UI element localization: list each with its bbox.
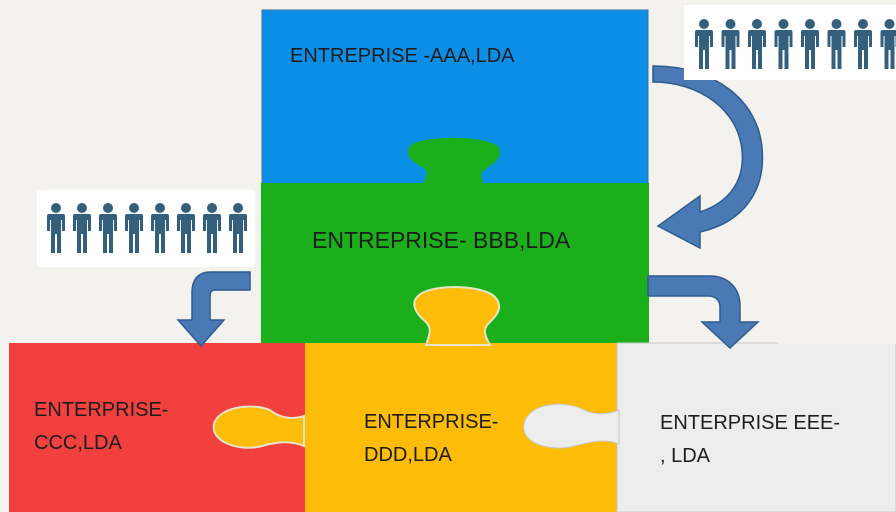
label-enterprise-aaa: ENTREPRISE -AAA,LDA <box>290 45 515 67</box>
people-left-svg <box>47 203 247 253</box>
piece-ddd-tab <box>413 286 500 346</box>
person-icon <box>47 203 65 253</box>
label-enterprise-ddd: ENTERPRISE- DDD,LDA <box>364 406 498 472</box>
curved-arrow-icon-left <box>176 271 251 348</box>
person-icon <box>827 19 846 69</box>
label-ccc-line1: ENTERPRISE- <box>34 399 169 421</box>
person-icon <box>801 19 819 69</box>
person-icon <box>748 19 766 69</box>
person-icon <box>774 19 793 69</box>
label-enterprise-bbb: ENTREPRISE- BBB,LDA <box>312 227 571 253</box>
piece-ddd-knob <box>212 405 305 449</box>
person-icon <box>854 19 872 69</box>
label-enterprise-ccc: ENTERPRISE- CCC,LDA <box>34 394 168 460</box>
person-icon <box>73 203 91 253</box>
person-icon <box>151 203 169 253</box>
person-icon <box>880 19 896 69</box>
person-icon <box>99 203 117 253</box>
person-icon <box>721 19 740 69</box>
person-icon <box>177 203 195 253</box>
label-ddd-line1: ENTERPRISE- <box>364 411 499 433</box>
curved-arrow-icon-top <box>652 65 764 250</box>
curved-arrow-icon-right <box>647 275 760 350</box>
piece-eee-gap <box>778 336 896 344</box>
people-top-svg <box>695 19 896 69</box>
piece-bbb-tab <box>407 137 501 188</box>
label-ddd-line2: DDD,LDA <box>364 444 452 466</box>
label-ccc-line2: CCC,LDA <box>34 432 122 454</box>
person-icon <box>229 203 247 253</box>
people-group-top <box>684 5 896 80</box>
person-icon <box>203 203 221 253</box>
label-enterprise-eee: ENTERPRISE EEE- , LDA <box>660 407 840 473</box>
label-eee-line1: ENTERPRISE EEE- <box>660 412 841 434</box>
label-eee-line2: , LDA <box>660 445 711 467</box>
person-icon <box>695 19 713 69</box>
person-icon <box>125 203 143 253</box>
people-group-left <box>37 190 255 267</box>
piece-eee-knob <box>523 403 620 449</box>
